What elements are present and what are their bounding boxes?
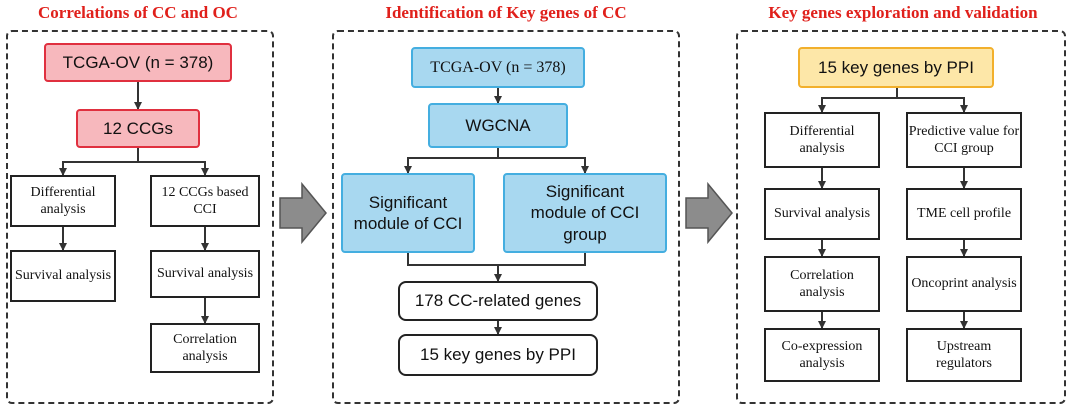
node-oncoprint-analysis: Oncoprint analysis (906, 256, 1022, 312)
node-survival-analysis-left-2: Survival analysis (150, 250, 260, 298)
node-15-key-genes-right: 15 key genes by PPI (798, 47, 994, 88)
arrow-top-to-pred (897, 97, 968, 113)
node-15-key-genes-middle: 15 key genes by PPI (398, 334, 598, 376)
arrow-top-to-diff (818, 88, 898, 113)
transition-arrow-left-to-middle (279, 181, 327, 245)
arrow-ccgs-to-cci (138, 161, 209, 176)
arrow-wgcna-to-mod1 (404, 148, 499, 174)
node-correlation-analysis-left: Correlation analysis (150, 323, 260, 373)
node-predictive-value: Predictive value for CCI group (906, 112, 1022, 168)
node-tcga-ov-middle: TCGA-OV (n = 378) (411, 47, 585, 88)
node-12-ccgs-based-cci: 12 CCGs based CCI (150, 175, 260, 227)
node-tcga-ov-left: TCGA-OV (n = 378) (44, 43, 232, 82)
node-wgcna: WGCNA (428, 103, 568, 148)
arrow-wgcna-to-mod2 (498, 157, 589, 174)
node-12-ccgs: 12 CCGs (76, 109, 200, 148)
node-upstream-regulators: Upstream regulators (906, 328, 1022, 382)
panel-middle (332, 30, 680, 404)
section-title-middle: Identification of Key genes of CC (385, 3, 627, 22)
panel-right (736, 30, 1066, 404)
node-178-cc-related-genes: 178 CC-related genes (398, 281, 598, 321)
node-differential-analysis-right: Differential analysis (764, 112, 880, 168)
node-tme-cell-profile: TME cell profile (906, 188, 1022, 240)
transition-arrow-middle-to-right (685, 181, 733, 245)
node-significant-module-cci: Significant module of CCI (341, 173, 475, 253)
node-differential-analysis-left: Differential analysis (10, 175, 116, 227)
node-correlation-analysis-right: Correlation analysis (764, 256, 880, 312)
node-significant-module-cci-group: Significant module of CCI group (503, 173, 667, 253)
node-survival-analysis-left-1: Survival analysis (10, 250, 116, 302)
section-title-left: Correlations of CC and OC (38, 3, 238, 22)
panel-left (6, 30, 274, 404)
section-title-right: Key genes exploration and validation (768, 3, 1038, 22)
node-co-expression-analysis: Co-expression analysis (764, 328, 880, 382)
node-survival-analysis-right: Survival analysis (764, 188, 880, 240)
arrow-ccgs-to-diff (59, 148, 139, 176)
connector-modules-merge (407, 253, 586, 266)
